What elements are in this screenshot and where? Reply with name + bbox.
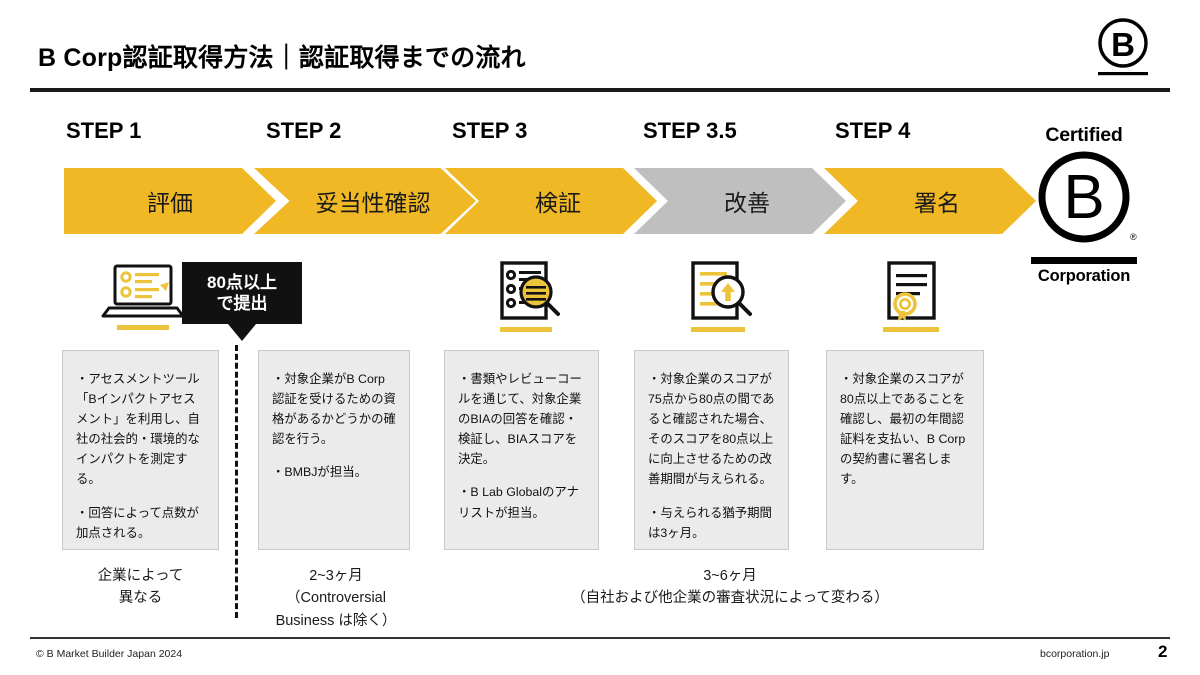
step-2-textbox: ・対象企業がB Corp認証を受けるための資格があるかどうかの確認を行う。 ・B… xyxy=(258,350,410,550)
footer-copyright: © B Market Builder Japan 2024 xyxy=(36,648,183,660)
chevron-step-1[interactable]: 評価 xyxy=(64,168,276,234)
step-3-body-1: ・書類やレビューコールを通じて、対象企業のBIAの回答を確認・検証し、BIAスコ… xyxy=(458,372,582,467)
step-4-textbox: ・対象企業のスコアが80点以上であることを確認し、最初の年間認証料を支払い、B … xyxy=(826,350,984,550)
step-1-body-2: ・回答によって点数が加点される。 xyxy=(76,505,199,540)
step-3-body-2: ・B Lab Globalのアナリストが担当。 xyxy=(458,485,579,520)
page-title: B Corp認証取得方法｜認証取得までの流れ xyxy=(38,44,526,72)
chevron-step-4[interactable]: 署名 xyxy=(824,168,1036,234)
caption-step-3-4: 3~6ヶ月 （自社および他企業の審査状況によって変わる） xyxy=(571,568,889,607)
step-label-4: STEP 3.5 xyxy=(643,118,737,143)
document-improve-icon xyxy=(691,261,752,332)
chevron-label-4: 改善 xyxy=(724,190,770,216)
step-1-textbox: ・アセスメントツール「Bインパクトアセスメント」を利用し、自社の社会的・環境的な… xyxy=(62,350,219,550)
chevron-step-3[interactable]: 検証 xyxy=(445,168,657,234)
step-4-body-1: ・対象企業のスコアが80点以上であることを確認し、最初の年間認証料を支払い、B … xyxy=(840,372,966,487)
step-label-5: STEP 4 xyxy=(835,118,911,143)
cert-logo-top-text: Certified xyxy=(1045,124,1123,146)
footer-website: bcorporation.jp xyxy=(1040,648,1110,660)
step-3-5-body-2: ・与えられる猶予期間は3ヶ月。 xyxy=(648,505,772,540)
laptop-assessment-icon xyxy=(101,264,185,330)
footer-page-number: 2 xyxy=(1158,642,1168,661)
step-label-1: STEP 1 xyxy=(66,118,142,143)
chevron-step-3-5[interactable]: 改善 xyxy=(634,168,846,234)
cert-logo-bottom-text: Corporation xyxy=(1037,267,1131,285)
document-search-icon xyxy=(500,261,560,332)
step-3-textbox: ・書類やレビューコールを通じて、対象企業のBIAの回答を確認・検証し、BIAスコ… xyxy=(444,350,599,550)
chevron-label-2: 妥当性確認 xyxy=(315,190,431,216)
svg-text:®: ® xyxy=(1130,232,1137,242)
caption-step-2: 2~3ヶ月 （Controversial Business は除く） xyxy=(275,568,397,629)
step-label-3: STEP 3 xyxy=(452,118,528,143)
callout-line-2: で提出 xyxy=(216,294,268,313)
step-1-body-1: ・アセスメントツール「Bインパクトアセスメント」を利用し、自社の社会的・環境的な… xyxy=(76,372,200,487)
cert-logo-bar xyxy=(1031,257,1137,264)
step-2-body-2: ・BMBJが担当。 xyxy=(272,465,367,480)
chevron-label-3: 検証 xyxy=(535,190,581,216)
svg-text:B: B xyxy=(1111,26,1135,63)
footer-divider xyxy=(30,637,1170,639)
callout-pointer xyxy=(228,324,256,341)
svg-text:B: B xyxy=(1063,163,1104,232)
step-2-body-1: ・対象企業がB Corp認証を受けるための資格があるかどうかの確認を行う。 xyxy=(272,372,396,447)
b-corp-circle-logo-icon: B xyxy=(1098,18,1148,76)
certified-b-corporation-logo: Certified B ® Corporation xyxy=(1022,124,1146,285)
header-divider xyxy=(30,88,1170,92)
chevron-label-1: 評価 xyxy=(147,190,193,216)
certificate-icon xyxy=(883,261,939,332)
callout-badge: 80点以上 で提出 xyxy=(182,262,302,324)
chevron-label-5: 署名 xyxy=(914,190,960,216)
callout-dashed-divider xyxy=(235,345,238,618)
caption-step-1: 企業によって 異なる xyxy=(97,568,184,607)
cert-logo-b-mark-icon: B ® xyxy=(1038,151,1137,243)
chevron-step-2[interactable]: 妥当性確認 xyxy=(254,168,476,234)
step-3-5-textbox: ・対象企業のスコアが75点から80点の間であると確認された場合、そのスコアを80… xyxy=(634,350,789,550)
step-label-2: STEP 2 xyxy=(266,118,342,143)
callout-line-1: 80点以上 xyxy=(207,272,277,292)
step-3-5-body-1: ・対象企業のスコアが75点から80点の間であると確認された場合、そのスコアを80… xyxy=(648,372,775,487)
